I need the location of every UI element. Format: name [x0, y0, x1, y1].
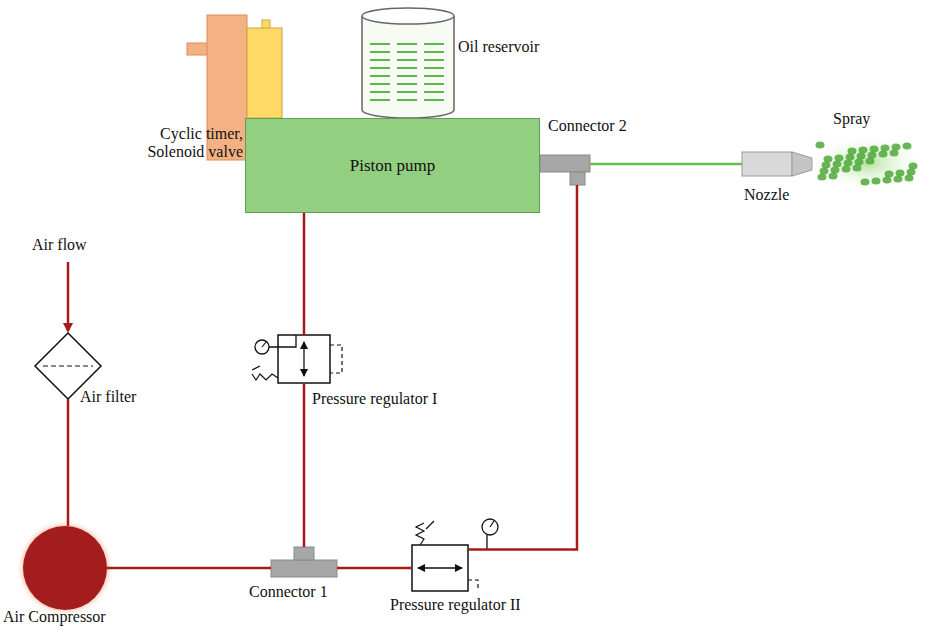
pipe-line	[67, 399, 70, 526]
part-label: Connector 1	[249, 583, 328, 601]
air-filter: Air filter	[35, 333, 101, 399]
connector-fitting: Connector 1	[271, 547, 337, 577]
oil-reservoir: Oil reservoir	[362, 8, 454, 118]
pipe-line	[303, 213, 306, 335]
part-label: Spray	[833, 110, 870, 128]
part-label: Air Compressor	[3, 608, 106, 626]
connector-fitting: Connector 2	[540, 155, 590, 185]
part-label: Cyclic timer, Solenoid valve	[131, 125, 243, 161]
air-compressor: Air Compressor	[23, 526, 107, 610]
pipe-line	[303, 383, 306, 547]
pipe-line	[468, 185, 577, 550]
pipe-line	[590, 163, 742, 166]
part-label: Connector 2	[548, 117, 627, 135]
pipe-line	[107, 567, 271, 570]
nozzle: Nozzle	[742, 150, 812, 178]
flow-label: Air flow	[32, 236, 87, 254]
piston-pump: Piston pump	[245, 118, 540, 213]
solenoid-timer: Cyclic timer, Solenoid valve	[207, 15, 247, 160]
part-label: Oil reservoir	[458, 38, 539, 56]
part-label: Pressure regulator II	[390, 596, 521, 614]
part-label: Air filter	[80, 388, 136, 406]
pressure-regulator: Pressure regulator I	[278, 335, 330, 383]
part-label: Piston pump	[350, 157, 436, 175]
pressure-regulator: Pressure regulator II	[412, 545, 468, 591]
part-label: Pressure regulator I	[312, 390, 437, 408]
spray-cloud: Spray	[815, 138, 920, 188]
pipe-line	[337, 567, 412, 570]
part-label: Nozzle	[744, 186, 789, 204]
